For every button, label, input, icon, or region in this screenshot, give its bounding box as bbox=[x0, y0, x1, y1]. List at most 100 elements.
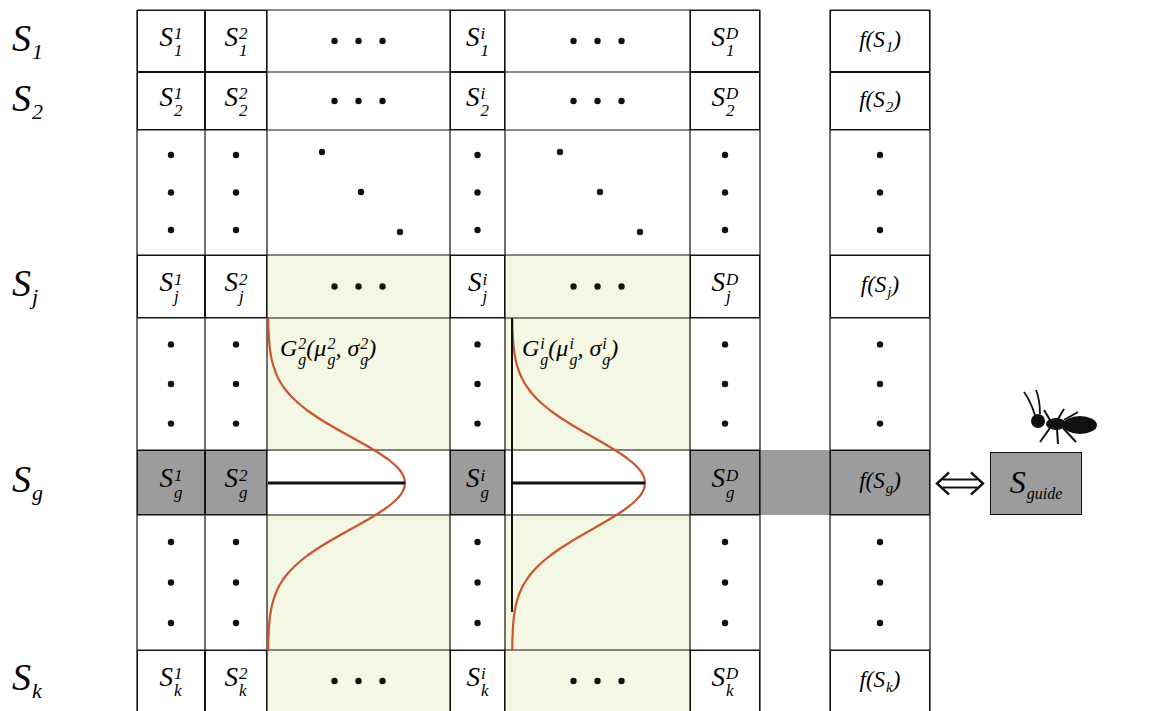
math-symbol: S bbox=[712, 82, 726, 112]
subscript: 1 bbox=[239, 42, 248, 59]
ellipsis-dot bbox=[379, 38, 385, 44]
subscript: g bbox=[540, 352, 548, 368]
math-symbol: (μ bbox=[548, 335, 568, 361]
script-stack: Dj bbox=[726, 271, 738, 305]
ellipsis-dot bbox=[474, 381, 480, 387]
subscript: 1 bbox=[32, 39, 43, 64]
ant-leg bbox=[1063, 428, 1076, 442]
ant-icon bbox=[1024, 390, 1097, 444]
table-cell: Si2 bbox=[450, 72, 505, 130]
cell-math: S1k bbox=[160, 663, 183, 699]
table-cell: S22 bbox=[205, 72, 267, 130]
superscript: 1 bbox=[174, 85, 183, 102]
ellipsis-dot bbox=[722, 579, 728, 585]
subscript: k bbox=[726, 682, 738, 699]
ant-leg bbox=[1040, 428, 1050, 442]
superscript: 2 bbox=[239, 665, 248, 682]
superscript: D bbox=[726, 271, 738, 288]
math-symbol: f(S bbox=[859, 27, 885, 52]
ellipsis-dot bbox=[233, 381, 239, 387]
subscript: j bbox=[726, 288, 738, 305]
cell-math: S1g bbox=[160, 464, 183, 500]
cell-math: f(Sk) bbox=[860, 667, 901, 696]
ant-leg bbox=[1058, 409, 1064, 419]
subscript: j bbox=[32, 284, 38, 309]
cell-math: S21 bbox=[225, 23, 248, 59]
math-symbol: S bbox=[225, 22, 239, 52]
script-stack: 22 bbox=[239, 85, 248, 119]
math-symbol: S bbox=[12, 656, 31, 698]
ellipsis-dot bbox=[168, 227, 174, 233]
ellipsis-dot bbox=[594, 98, 600, 104]
cell-math: f(Sj) bbox=[861, 272, 899, 301]
ellipsis-dot bbox=[379, 678, 385, 684]
cell-math: Si1 bbox=[466, 23, 489, 59]
row-label: S1 bbox=[12, 18, 43, 64]
ellipsis-dot bbox=[877, 539, 883, 545]
script-stack: ig bbox=[481, 467, 490, 501]
subscript: j bbox=[174, 288, 183, 305]
ellipsis-dot bbox=[168, 381, 174, 387]
superscript: i bbox=[481, 25, 490, 42]
ellipsis-dot bbox=[397, 229, 403, 235]
table-cell: SD1 bbox=[690, 10, 760, 72]
table-cell: Sij bbox=[450, 255, 505, 318]
mean-line bbox=[268, 482, 405, 485]
math-symbol: S bbox=[712, 267, 726, 297]
superscript: D bbox=[726, 467, 738, 484]
cell-math: f(S2) bbox=[859, 87, 901, 116]
table-cell: S1k bbox=[137, 650, 205, 711]
table-cell: SDj bbox=[690, 255, 760, 318]
subscript: g bbox=[481, 484, 490, 501]
ellipsis-dot bbox=[722, 189, 728, 195]
math-symbol: ) bbox=[368, 335, 376, 361]
subscript: guide bbox=[1027, 485, 1063, 502]
row-label: Sg bbox=[12, 459, 43, 505]
ellipsis-dot bbox=[168, 420, 174, 426]
arrow-shaft bbox=[943, 486, 977, 488]
script-stack: 2g bbox=[327, 336, 335, 368]
subscript: 2 bbox=[726, 102, 738, 119]
superscript: 2 bbox=[239, 25, 248, 42]
ellipsis-dot bbox=[722, 152, 728, 158]
math-symbol: S bbox=[12, 458, 31, 500]
table-cell: S2j bbox=[205, 255, 267, 318]
ellipsis-dot bbox=[331, 98, 337, 104]
subscript: 1 bbox=[174, 42, 183, 59]
ellipsis-dot bbox=[877, 620, 883, 626]
math-symbol: S bbox=[160, 22, 174, 52]
subscript: 2 bbox=[886, 99, 894, 115]
ellipsis-dot bbox=[877, 579, 883, 585]
highlight-band bbox=[760, 450, 830, 515]
subscript: g bbox=[239, 484, 248, 501]
superscript: i bbox=[481, 467, 490, 484]
table-cell: Sig bbox=[450, 450, 505, 515]
ellipsis-dot bbox=[168, 579, 174, 585]
ellipsis-dot bbox=[474, 620, 480, 626]
subscript: k bbox=[481, 682, 489, 699]
table-cell: S21 bbox=[205, 10, 267, 72]
ellipsis-dot bbox=[877, 420, 883, 426]
table-cell: S2g bbox=[205, 450, 267, 515]
ellipsis-dot bbox=[474, 579, 480, 585]
distribution-label: Gig(μig, σig) bbox=[520, 335, 620, 368]
subscript: k bbox=[32, 678, 42, 703]
subscript: 1 bbox=[481, 42, 490, 59]
script-stack: 2g bbox=[360, 336, 368, 368]
ellipsis-dot bbox=[355, 678, 361, 684]
script-stack: 11 bbox=[174, 25, 183, 59]
subscript: g bbox=[360, 352, 368, 368]
arrow-head bbox=[937, 473, 949, 495]
ellipsis-dot bbox=[570, 283, 576, 289]
script-stack: ij bbox=[482, 271, 487, 305]
subscript: g bbox=[327, 352, 335, 368]
superscript: i bbox=[481, 665, 489, 682]
ellipsis-dot bbox=[722, 227, 728, 233]
math-symbol: (μ bbox=[306, 335, 326, 361]
math-symbol: S bbox=[712, 662, 726, 692]
ellipsis-dot bbox=[168, 152, 174, 158]
subscript: g bbox=[32, 480, 43, 505]
math-symbol: S bbox=[12, 77, 31, 119]
ellipsis-dot bbox=[379, 283, 385, 289]
table-cell: SDk bbox=[690, 650, 760, 711]
